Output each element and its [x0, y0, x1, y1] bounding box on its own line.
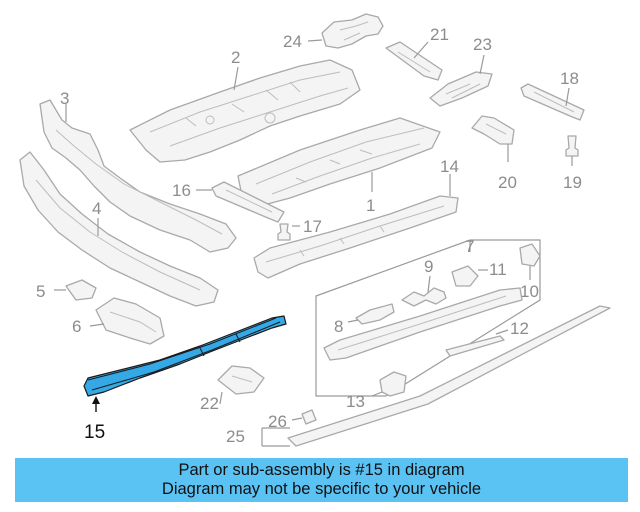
callout-21: 21	[430, 25, 449, 44]
callout-20: 20	[498, 173, 517, 192]
banner-line-2: Diagram may not be specific to your vehi…	[161, 480, 482, 498]
part-22-bracket	[217, 365, 265, 405]
part-15-body[interactable]	[83, 315, 287, 397]
parts-diagram: 24 21 23 18 19 20 2	[19, 13, 611, 447]
callout-8: 8	[334, 317, 343, 336]
part-10-clip	[519, 243, 541, 280]
part-18-bracket	[520, 83, 585, 121]
callout-7: 7	[465, 237, 474, 256]
part-24-bracket	[307, 13, 384, 49]
part-19-bolt	[565, 135, 579, 166]
part-13-bracket	[371, 371, 407, 397]
part-4-frame-rail	[19, 151, 219, 307]
callout-26: 26	[268, 412, 287, 431]
part-1-floor-panel	[237, 117, 441, 207]
callout-10: 10	[520, 282, 539, 301]
part-16-crossmember	[196, 181, 285, 223]
callout-19: 19	[563, 173, 582, 192]
callout-18: 18	[560, 69, 579, 88]
callout-17: 17	[303, 217, 322, 236]
part-2-front-floor-pan	[129, 59, 361, 163]
part-7-group-box	[315, 239, 541, 397]
part-11-bracket	[451, 265, 488, 287]
part-3-side-member	[39, 99, 237, 253]
callout-14: 14	[440, 157, 459, 176]
part-6-bracket	[89, 297, 165, 345]
part-15-highlighted[interactable]	[83, 315, 287, 397]
callout-2: 2	[231, 48, 240, 67]
callout-9: 9	[424, 257, 433, 276]
callout-24: 24	[283, 32, 302, 51]
banner-line-1: Part or sub-assembly is #15 in diagram	[178, 461, 465, 479]
callout-22: 22	[200, 394, 219, 413]
part-12-molding	[445, 329, 509, 357]
callout-6: 6	[72, 317, 81, 336]
callout-4: 4	[92, 199, 101, 218]
callout-3: 3	[60, 89, 69, 108]
callout-5: 5	[36, 282, 45, 301]
callout-25: 25	[226, 427, 245, 446]
part-25-side-molding	[261, 305, 611, 447]
callout-16: 16	[172, 181, 191, 200]
info-banner: Part or sub-assembly is #15 in diagram D…	[15, 458, 628, 502]
callout-15: 15	[84, 422, 105, 443]
part-7-rocker-panel	[323, 287, 523, 361]
callout-13: 13	[346, 392, 365, 411]
part-5-bracket	[54, 279, 97, 301]
part-14-rocker-reinforcement	[253, 174, 459, 279]
part-23-bracket	[429, 54, 493, 107]
callout-15-arrow	[92, 396, 100, 412]
part-9-trim	[401, 275, 447, 307]
callout-12: 12	[510, 319, 529, 338]
part-20-bracket	[471, 115, 515, 162]
part-21-reinforcement	[385, 41, 443, 81]
callout-23: 23	[473, 35, 492, 54]
callout-11: 11	[489, 260, 507, 279]
part-8-bracket	[347, 303, 395, 325]
callout-1: 1	[366, 196, 375, 215]
part-17-bolt	[277, 223, 300, 241]
part-26-clip	[291, 409, 317, 425]
